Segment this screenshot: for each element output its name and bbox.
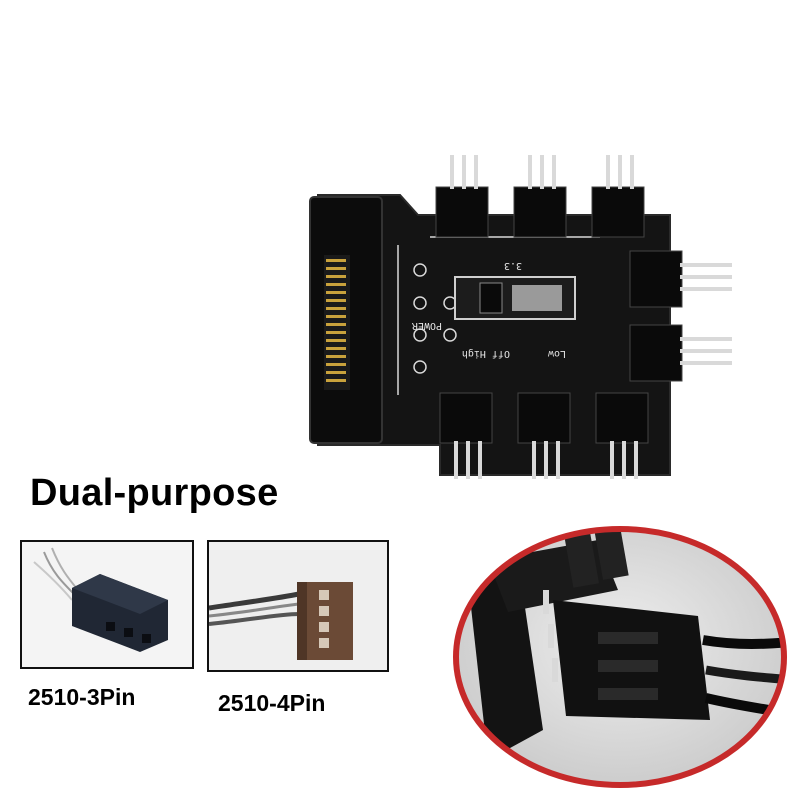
zoom-ring: [453, 526, 787, 788]
label-voltage: 3.3: [504, 260, 522, 271]
zoom-detail-image: [453, 526, 787, 788]
fan-header-right: [629, 250, 732, 308]
fan-header-top: [435, 155, 489, 238]
label-power: POWER: [411, 320, 442, 331]
pcb-board: [317, 194, 671, 476]
thumbnail-3pin-connector: [20, 540, 194, 669]
fan-header-top: [513, 155, 567, 238]
sata-gold-pins: [326, 259, 346, 382]
label-switch-positions: Off High: [462, 348, 510, 359]
fan-header-top: [591, 155, 645, 238]
label-switch-low: Low: [547, 348, 566, 359]
fan-header-bottom: [595, 392, 649, 479]
fan-header-bottom: [517, 392, 571, 479]
fan-hub-pcb-image: POWER 3.3 Off High Low: [309, 155, 732, 479]
label-4pin: 2510-4Pin: [218, 690, 326, 716]
connector-4pin-image: [209, 542, 387, 670]
fan-header-right: [629, 324, 732, 382]
label-3pin: 2510-3Pin: [28, 684, 136, 710]
thumbnail-4pin-connector: [207, 540, 389, 672]
connector-3pin-image: [22, 542, 192, 667]
headline: Dual-purpose: [30, 472, 279, 514]
fan-header-bottom: [439, 392, 493, 479]
